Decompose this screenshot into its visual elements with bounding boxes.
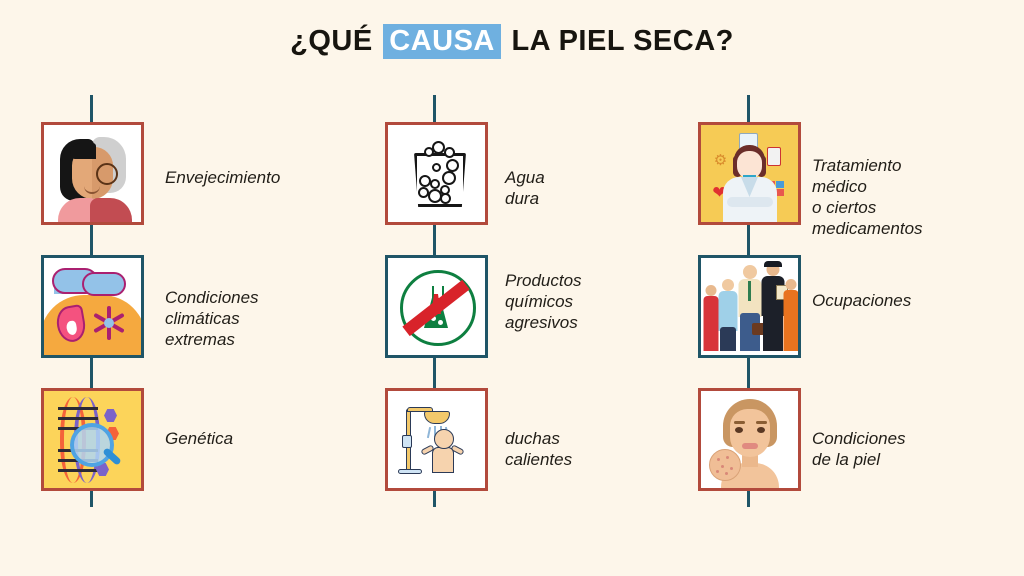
list-item-label: duchas calientes [505,429,573,469]
icon-box-weather [41,255,144,358]
occupations-people-icon [701,258,798,355]
list-item-label: Tratamiento médico o ciertos medicamento… [812,156,923,238]
skin-condition-face-icon [701,391,798,488]
icon-box-medical: ⚙ ❤ [698,122,801,225]
title-before: ¿QUÉ [290,25,373,57]
list-item-label: Agua dura [505,168,545,208]
dna-magnifier-icon [44,391,141,488]
medicine-bottle-mini-icon [767,147,781,166]
list-item-label: Envejecimiento [165,168,281,187]
icon-box-occupations [698,255,801,358]
icon-box-chemicals [385,255,488,358]
water-glass-bubbles-icon [388,125,485,222]
icon-box-genetics [41,388,144,491]
aging-face-icon [44,125,141,222]
list-item-label: Condiciones de la piel [812,429,906,469]
icon-box-hot-shower [385,388,488,491]
list-item-label: Genética [165,429,234,448]
list-item-label: Productos químicos agresivos [505,271,582,332]
icon-box-aging [41,122,144,225]
icon-box-hard-water [385,122,488,225]
hot-shower-icon [388,391,485,488]
page-title: ¿QUÉ CAUSA LA PIEL SECA? [0,24,1024,59]
list-item-label: Ocupaciones [812,291,912,310]
no-harsh-chemicals-icon [388,258,485,355]
dna-mini-icon: ⚙ [713,152,728,169]
title-after: LA PIEL SECA? [511,25,734,57]
medical-treatment-icon: ⚙ ❤ [701,125,798,222]
list-item-label: Condiciones climáticas extremas [165,288,259,349]
extreme-weather-icon [44,258,141,355]
title-highlight: CAUSA [383,24,501,59]
icon-box-skin-condition [698,388,801,491]
